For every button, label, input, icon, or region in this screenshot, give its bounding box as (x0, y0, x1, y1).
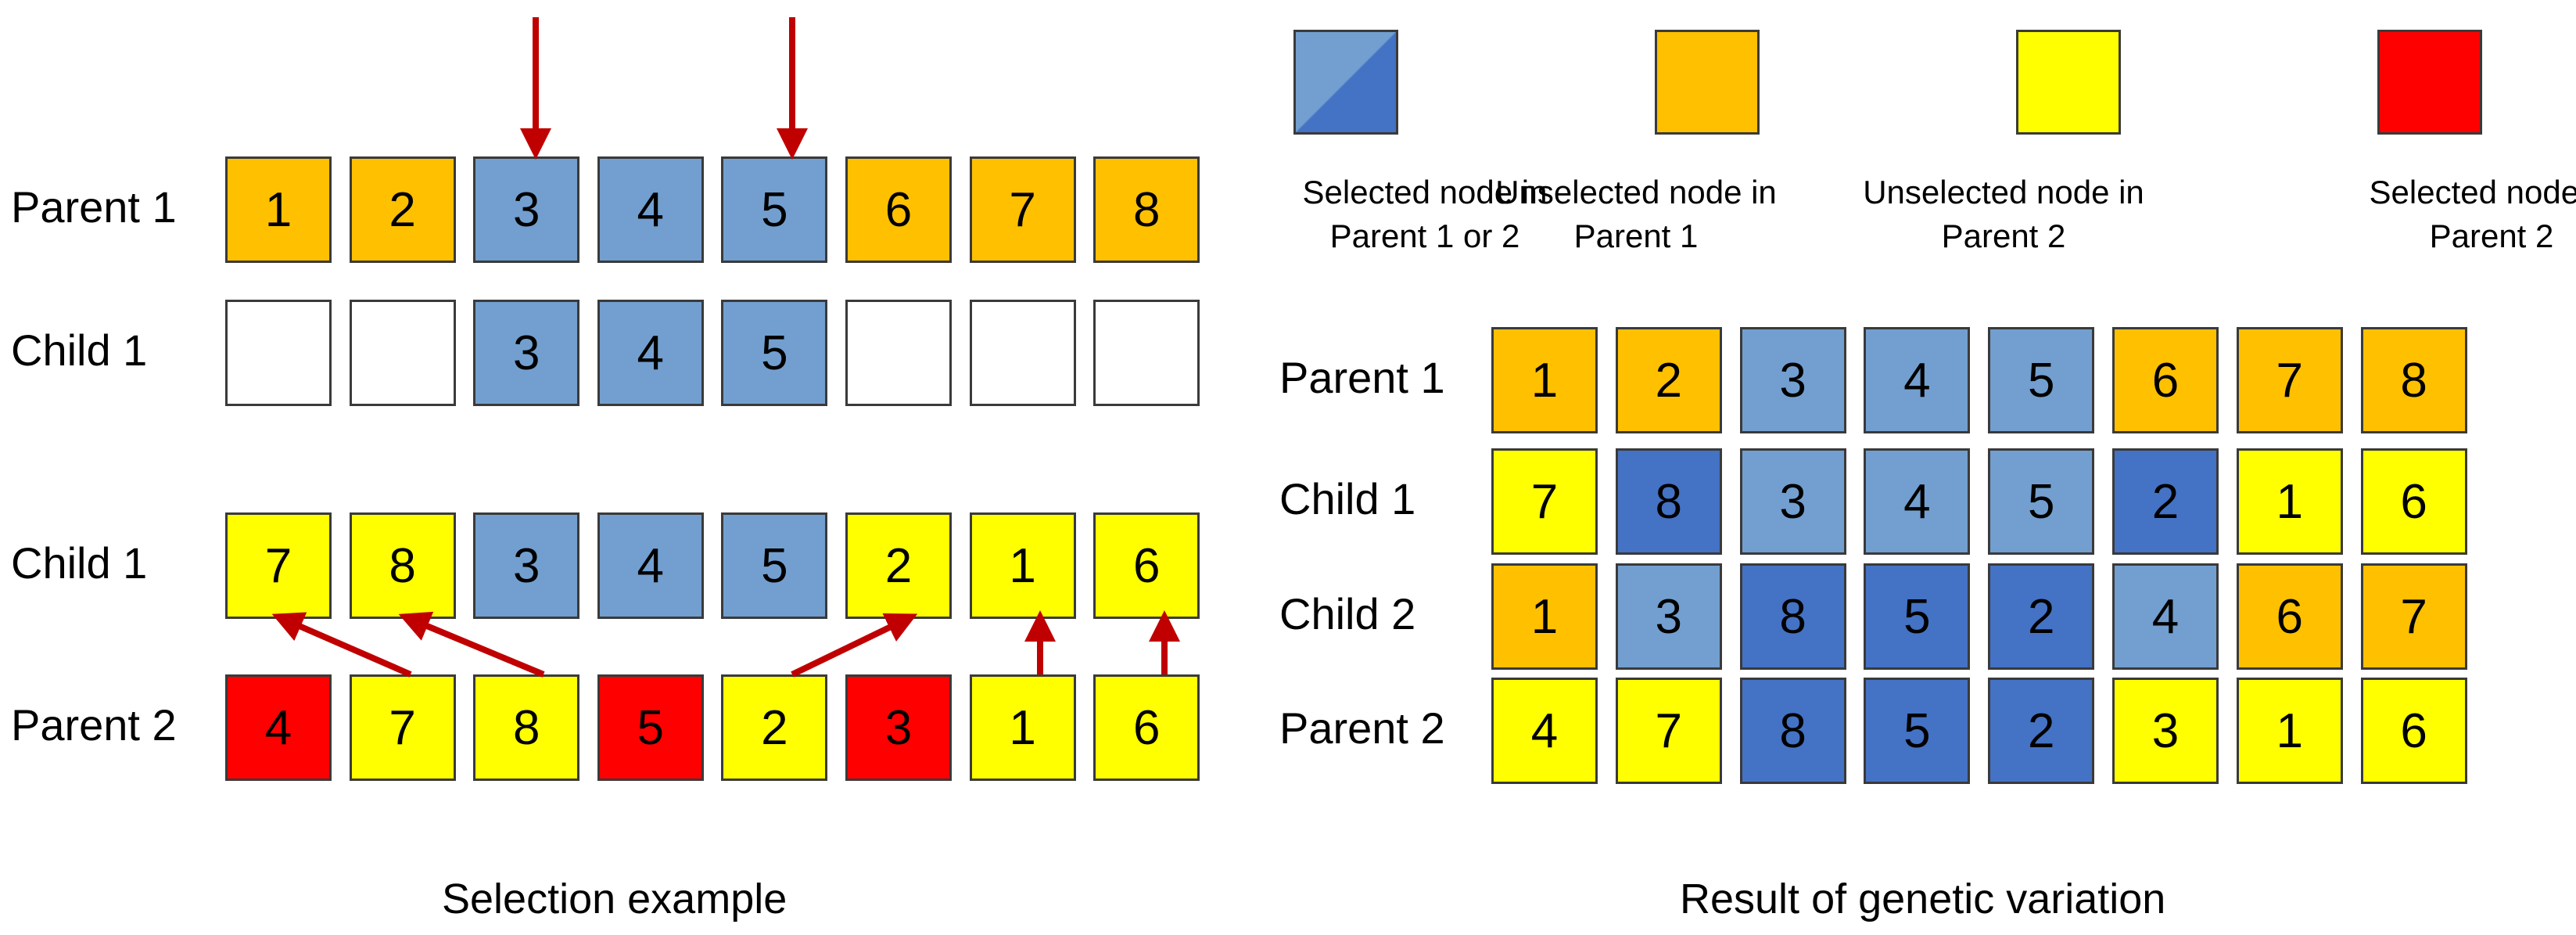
legend-label: Selected node in Parent 2 (2369, 174, 2576, 254)
gene-cell: 5 (721, 300, 828, 406)
legend-swatch (1655, 30, 1760, 135)
gene-cell: 6 (1093, 674, 1200, 781)
gene-cell: 2 (1615, 327, 1722, 433)
gene-cell: 6 (1093, 512, 1200, 619)
gene-cell (969, 300, 1076, 406)
gene-cell (349, 300, 456, 406)
gene-cell: 3 (1615, 563, 1722, 670)
gene-cell: 4 (225, 674, 332, 781)
gene-cell: 8 (1615, 448, 1722, 555)
row-label: Child 2 (1279, 589, 1416, 638)
gene-cell: 3 (473, 512, 580, 619)
row-label: Child 1 (11, 538, 148, 588)
legend-label: Selected node in Parent 1 or 2 (1302, 174, 1548, 254)
gene-cell (845, 300, 952, 406)
gene-transfer-arrow (271, 612, 412, 678)
gene-cell: 5 (1864, 563, 1971, 670)
gene-cell: 1 (225, 156, 332, 263)
gene-cell (1093, 300, 1200, 406)
row-label: Parent 1 (11, 182, 177, 232)
gene-cell: 8 (1739, 678, 1846, 784)
gene-cell: 2 (845, 512, 952, 619)
gene-cell: 4 (597, 156, 704, 263)
gene-cell: 1 (1491, 563, 1598, 670)
gene-transfer-arrow (791, 613, 918, 678)
gene-cell: 4 (1491, 678, 1598, 784)
genetic-variation-caption: Result of genetic variation (1680, 876, 2166, 922)
gene-cell: 3 (2112, 678, 2219, 784)
gene-cell: 6 (2236, 563, 2343, 670)
gene-cell: 8 (2360, 327, 2467, 433)
gene-cell (225, 300, 332, 406)
gene-cell: 5 (1988, 448, 2095, 555)
gene-cell: 3 (845, 674, 952, 781)
gene-cell: 1 (2236, 448, 2343, 555)
row-label: Parent 1 (1279, 353, 1445, 402)
gene-cell: 7 (1615, 678, 1722, 784)
gene-cell: 1 (969, 512, 1076, 619)
row-label: Parent 2 (11, 700, 177, 750)
row-label: Child 1 (11, 325, 148, 375)
gene-cell: 3 (1739, 448, 1846, 555)
gene-cell: 5 (1864, 678, 1971, 784)
gene-cell: 4 (597, 512, 704, 619)
gene-cell: 7 (349, 674, 456, 781)
gene-cell: 4 (1864, 448, 1971, 555)
gene-cell: 5 (1988, 327, 2095, 433)
gene-cell: 1 (2236, 678, 2343, 784)
gene-cell: 2 (1988, 678, 2095, 784)
legend-swatch (1293, 30, 1398, 135)
gene-cell: 8 (1093, 156, 1200, 263)
legend-swatch (2377, 30, 2482, 135)
gene-cell: 6 (2360, 678, 2467, 784)
gene-cell: 6 (2360, 448, 2467, 555)
gene-cell: 7 (2360, 563, 2467, 670)
gene-cell: 6 (845, 156, 952, 263)
gene-cell: 3 (1739, 327, 1846, 433)
gene-cell: 8 (473, 674, 580, 781)
gene-cell: 1 (969, 674, 1076, 781)
gene-cell: 3 (473, 156, 580, 263)
gene-cell: 7 (969, 156, 1076, 263)
selection-example-caption: Selection example (442, 876, 788, 922)
gene-cell: 7 (1491, 448, 1598, 555)
gene-cell: 1 (1491, 327, 1598, 433)
gene-cell: 4 (2112, 563, 2219, 670)
gene-cell: 2 (2112, 448, 2219, 555)
gene-cell: 5 (597, 674, 704, 781)
gene-cell: 2 (721, 674, 828, 781)
gene-cell: 8 (1739, 563, 1846, 670)
gene-cell: 6 (2112, 327, 2219, 433)
gene-transfer-arrow (398, 611, 545, 678)
legend-label: Unselected node in Parent 2 (1863, 174, 2144, 254)
gene-cell: 7 (2236, 327, 2343, 433)
gene-cell: 5 (721, 512, 828, 619)
row-label: Child 1 (1279, 474, 1416, 523)
gene-cell: 2 (349, 156, 456, 263)
gene-cell: 4 (1864, 327, 1971, 433)
gene-cell: 5 (721, 156, 828, 263)
gene-cell: 2 (1988, 563, 2095, 670)
legend-label: Unselected node in Parent 1 (1495, 174, 1777, 254)
gene-cell: 4 (597, 300, 704, 406)
gene-cell: 3 (473, 300, 580, 406)
legend-swatch (2016, 30, 2121, 135)
row-label: Parent 2 (1279, 703, 1445, 753)
